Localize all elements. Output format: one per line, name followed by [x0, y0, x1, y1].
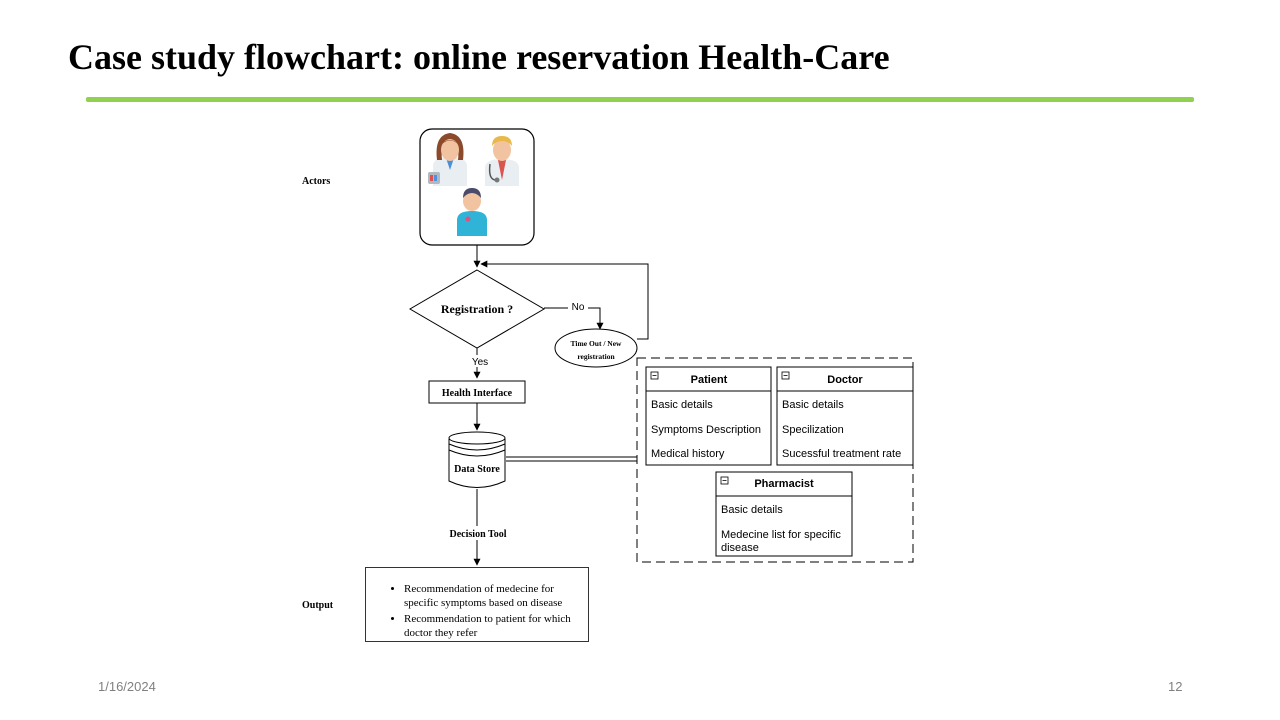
doctor-field: Specilization	[782, 424, 844, 436]
timeout-label-line2: registration	[577, 352, 615, 361]
timeout-node	[554, 328, 638, 368]
pharmacist-field: Basic details	[721, 504, 783, 516]
title-underline	[86, 97, 1194, 102]
patient-field: Medical history	[651, 448, 725, 460]
decision-tool-label: Decision Tool	[450, 529, 507, 540]
patient-icon	[457, 188, 487, 236]
female-doctor-icon	[428, 133, 467, 186]
registration-decision-label: Registration ?	[441, 302, 513, 316]
male-doctor-icon	[485, 136, 519, 186]
timeout-label-line1: Time Out / New	[571, 339, 622, 348]
slide-title: Case study flowchart: online reservation…	[68, 37, 890, 77]
output-list: Recommendation of medecine for specific …	[366, 568, 588, 640]
data-store	[448, 431, 506, 488]
doctor-title: Doctor	[827, 374, 863, 386]
pharmacist-title: Pharmacist	[754, 478, 814, 490]
health-interface-label: Health Interface	[442, 388, 513, 399]
output-box: Recommendation of medecine for specific …	[365, 567, 589, 642]
pharmacist-entity: Pharmacist Basic details Medecine list f…	[715, 471, 853, 557]
yes-label: Yes	[472, 357, 488, 368]
doctor-field: Basic details	[782, 399, 844, 411]
patient-title: Patient	[691, 374, 728, 386]
actors-label: Actors	[302, 176, 330, 187]
doctor-field: Sucessful treatment rate	[782, 448, 901, 460]
footer-date: 1/16/2024	[98, 679, 156, 694]
patient-field: Basic details	[651, 399, 713, 411]
no-label: No	[572, 302, 585, 313]
data-store-label: Data Store	[454, 464, 500, 475]
patient-entity: Patient Basic details Symptoms Descripti…	[645, 366, 772, 466]
output-item: Recommendation of medecine for specific …	[404, 582, 584, 610]
output-label: Output	[302, 600, 334, 611]
doctor-entity: Doctor Basic details Specilization Suces…	[776, 366, 914, 466]
pharmacist-field: disease	[721, 542, 759, 554]
pharmacist-field: Medecine list for specific	[721, 529, 841, 541]
output-item: Recommendation to patient for which doct…	[404, 612, 584, 640]
slide-number: 12	[1168, 679, 1183, 694]
patient-field: Symptoms Description	[651, 424, 761, 436]
